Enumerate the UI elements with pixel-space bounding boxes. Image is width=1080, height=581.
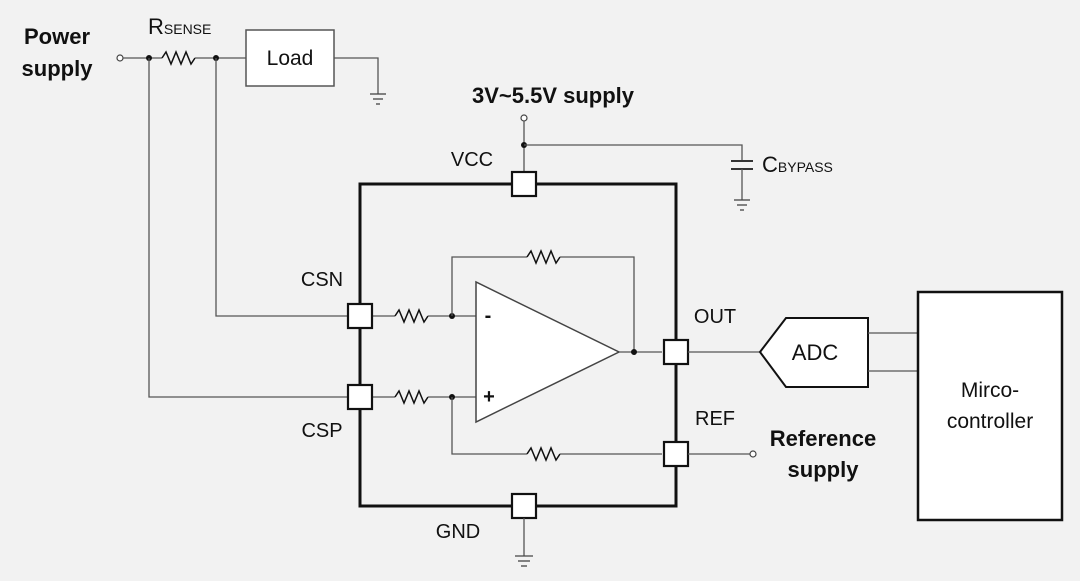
wire-ref-network-left [451,397,527,455]
rsense-resistor [161,50,196,66]
microcontroller-block [916,290,1064,522]
bypass-capacitor [731,160,753,170]
wire-csn [215,58,347,317]
reference-supply-terminal [749,450,757,458]
power-supply-terminal [116,54,124,62]
load-label: Load [267,47,314,70]
gnd-pin [510,492,538,520]
csn-pin-label: CSN [301,269,343,291]
vcc-pin-label: VCC [451,149,493,171]
wire-load-to-ground [334,57,379,94]
gnd-pin-label: GND [436,521,480,543]
load-ground-symbol [370,93,386,105]
adc-block [758,317,869,388]
reference-resistor [526,446,561,462]
csn-input-resistor [394,308,429,324]
supply-range-label: 3V~5.5V supply [472,83,635,108]
rsense-label: RSENSE [148,14,211,39]
node-output [631,349,637,355]
out-pin-label: OUT [694,306,736,328]
out-pin [662,338,690,366]
reference-supply-label-line1: Reference [770,426,876,451]
wire-csp [148,58,347,398]
microcontroller-label-line2: controller [947,410,1033,433]
op-amp-symbol [475,280,621,424]
power-supply-label-line2: supply [22,56,94,81]
cbypass-label: CBYPASS [762,152,833,177]
adc-label: ADC [792,340,839,365]
wire-feedback-left [451,256,527,316]
microcontroller-label-line1: Mirco- [961,379,1019,402]
csp-pin-label: CSP [301,420,342,442]
csn-pin [346,302,374,330]
vcc-pin [510,170,538,198]
wire-feedback-right [560,256,635,352]
wire-to-bypass-cap [524,144,743,161]
power-supply-label-line1: Power [24,24,90,49]
cap-ground-symbol [734,199,750,211]
reference-supply-label-line2: supply [788,457,860,482]
inverting-input-sign: - [485,305,492,327]
chip-ground-symbol [515,555,533,567]
load-box [245,29,335,87]
noninverting-input-sign: + [483,386,495,408]
supply-terminal [520,114,528,122]
ref-pin [662,440,690,468]
ref-pin-label: REF [695,408,735,430]
csp-pin [346,383,374,411]
feedback-resistor [526,249,561,265]
csp-input-resistor [394,389,429,405]
